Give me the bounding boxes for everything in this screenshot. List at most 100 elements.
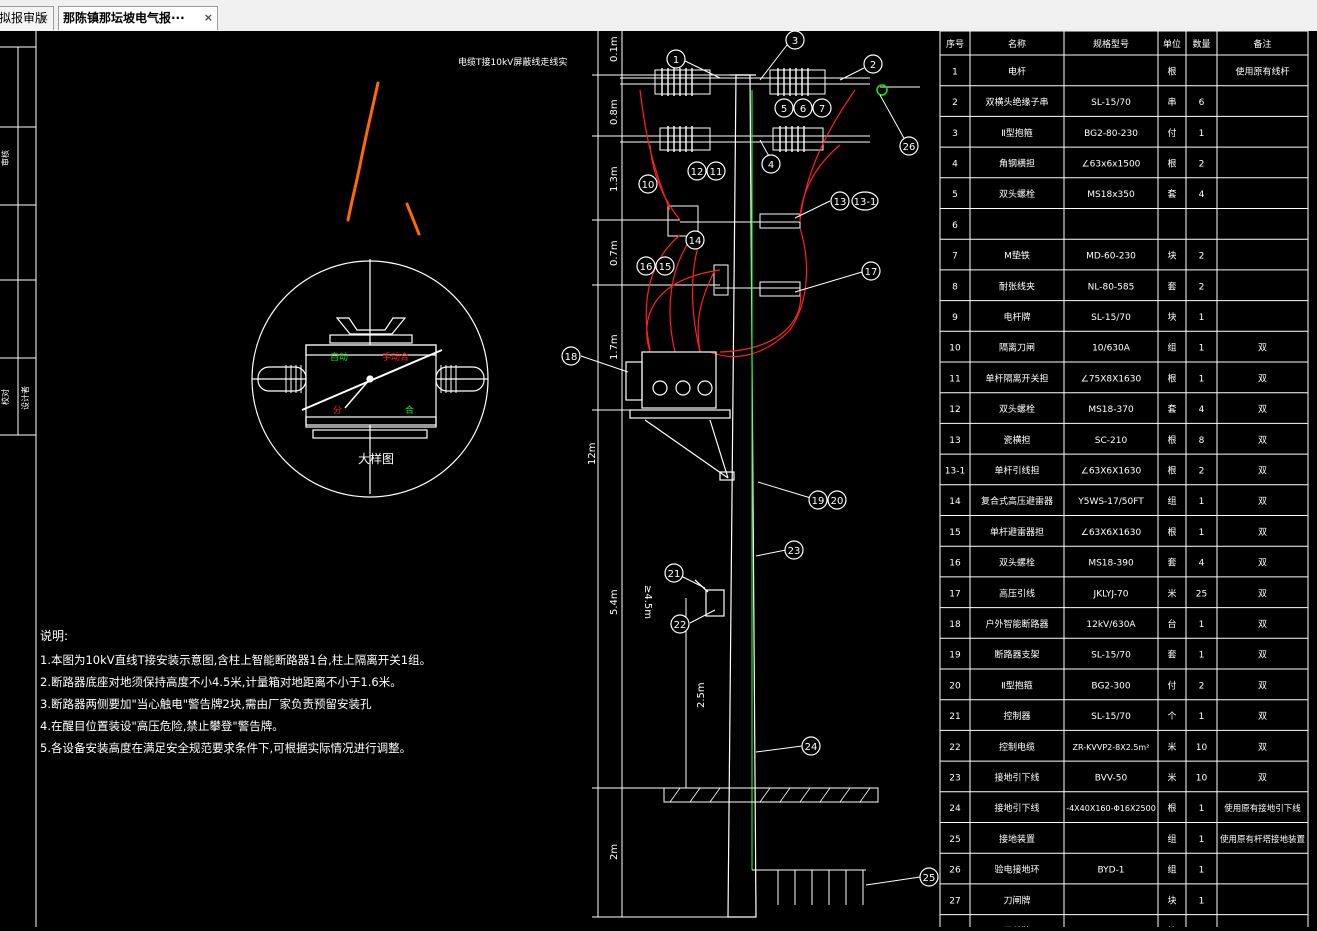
table-cell: 户外智能断路器 — [985, 618, 1048, 630]
table-cell: 8 — [952, 282, 958, 292]
callout-15: 15 — [659, 262, 672, 273]
callout-24: 24 — [805, 742, 818, 753]
table-cell: 双头螺栓 — [999, 557, 1035, 569]
table-cell: 1 — [1199, 835, 1205, 845]
cad-drawing: 审核 校对 设计者 电缆T接10kV屏蔽线走线实 自动 手动合 分 合 — [0, 31, 1317, 927]
detail-label-off: 分 — [333, 405, 342, 416]
table-cell: MS18x350 — [1087, 190, 1135, 200]
table-cell: 10/630A — [1092, 344, 1131, 354]
callout-7: 7 — [819, 104, 825, 115]
table-cell: 单杆隔离开关担 — [985, 372, 1048, 384]
table-cell: 使用原有杆塔接地装置 — [1220, 834, 1306, 845]
table-cell: 套 — [1167, 188, 1176, 200]
table-cell: 块 — [1167, 311, 1176, 323]
table-cell: 14 — [949, 497, 961, 507]
table-cell: MS18-370 — [1088, 405, 1134, 415]
table-cell: 4 — [1199, 190, 1205, 200]
dim-label: 2m — [609, 844, 620, 860]
detail-label-on: 合 — [405, 404, 414, 416]
table-cell: 22 — [949, 743, 960, 753]
tab-approval-draft[interactable]: 拟报审版 × — [0, 6, 54, 30]
table-cell: 电杆 — [1008, 65, 1026, 77]
table-cell: 双 — [1258, 588, 1267, 599]
dim-label: 1.7m — [609, 334, 620, 360]
callout-4: 4 — [768, 160, 774, 171]
table-cell: 1 — [1199, 528, 1205, 538]
table-cell: 2 — [1199, 159, 1205, 169]
table-cell: 使用原有线杆 — [1235, 65, 1289, 77]
table-cell: 双头螺栓 — [999, 403, 1035, 415]
table-cell: M垫铁 — [1004, 250, 1030, 262]
table-cell: NL-80-585 — [1088, 282, 1135, 292]
table-cell: 角钢横担 — [999, 157, 1035, 169]
table-header-cell: 名称 — [1008, 38, 1026, 50]
callout-12: 12 — [691, 167, 704, 178]
table-cell: 9 — [952, 313, 958, 323]
table-cell: 27 — [949, 896, 960, 906]
table-cell: 套 — [1167, 403, 1176, 415]
table-cell: 23 — [949, 773, 960, 783]
table-header-cell: 数量 — [1192, 38, 1210, 50]
table-cell: 付 — [1167, 128, 1176, 139]
table-cell: ∠75X8X1630 — [1081, 374, 1142, 384]
table-cell: 6 — [952, 221, 958, 231]
callout-14: 14 — [689, 236, 702, 247]
table-cell: BG2-80-230 — [1084, 129, 1138, 139]
table-cell: SC-210 — [1095, 436, 1128, 446]
note-line: 3.断路器两侧要加"当心触电"警告牌2块,需由厂家负责预留安装孔 — [40, 697, 372, 711]
smart-breaker-box — [626, 352, 734, 480]
table-cell: 10 — [1196, 773, 1208, 783]
table-cell: 15 — [949, 528, 960, 538]
table-cell: 块 — [1167, 250, 1176, 262]
callout-bubbles — [562, 31, 938, 886]
table-cell: 刀闸牌 — [1003, 894, 1030, 906]
table-cell: 根 — [1167, 65, 1176, 77]
table-cell: 12kV/630A — [1086, 620, 1136, 630]
table-cell: 控制电缆 — [999, 741, 1035, 753]
table-cell: 1 — [1199, 129, 1205, 139]
orange-sketch-marks — [348, 83, 419, 234]
table-cell: 套 — [1167, 280, 1176, 292]
table-cell: MD-60-230 — [1086, 252, 1136, 262]
table-cell: 双 — [1258, 435, 1267, 446]
table-cell: ∠63X6X1630 — [1081, 466, 1142, 476]
table-cell: 10 — [1196, 743, 1208, 753]
table-cell: 21 — [949, 712, 960, 722]
table-cell: 2 — [1199, 466, 1205, 476]
table-cell: 控制器 — [1003, 710, 1030, 722]
table-cell: BVV-50 — [1095, 773, 1128, 783]
table-cell: 1 — [1199, 374, 1205, 384]
table-cell: 双 — [1258, 711, 1267, 722]
cad-drawing-canvas[interactable]: 审核 校对 设计者 电缆T接10kV屏蔽线走线实 自动 手动合 分 合 — [0, 31, 1317, 927]
note-line: 5.各设备安装高度在满足安全规范要求条件下,可根据实际情况进行调整。 — [40, 741, 411, 755]
callout-1: 1 — [673, 55, 679, 66]
close-icon[interactable]: × — [40, 7, 49, 29]
table-cell: 11 — [949, 374, 960, 384]
tab-electrical-drawing[interactable]: 那陈镇那坛坡电气报··· × — [58, 6, 218, 30]
callout-5: 5 — [781, 104, 787, 115]
table-cell: 接地引下线 — [994, 802, 1039, 814]
close-icon[interactable]: × — [204, 7, 213, 29]
table-cell: 1 — [1199, 620, 1205, 630]
table-cell: 1 — [1199, 804, 1205, 814]
dim-label: 0.1m — [609, 36, 620, 62]
table-header-cell: 单位 — [1163, 38, 1181, 50]
table-cell: 断路器支架 — [994, 649, 1039, 661]
table-cell: ∠63X6X1630 — [1081, 528, 1142, 538]
table-cell: 米 — [1167, 587, 1176, 599]
notes-block: 说明: 1.本图为10kV直线T接安装示意图,含柱上智能断路器1台,柱上隔离开关… — [40, 628, 431, 755]
table-cell: ZR-KVVP2-8X2.5m² — [1073, 743, 1150, 752]
table-cell: 1 — [1199, 497, 1205, 507]
table-cell: 付 — [1167, 680, 1176, 691]
table-cell: 1 — [1199, 651, 1205, 661]
table-cell: 单杆避雷器担 — [990, 526, 1044, 538]
table-cell: 1 — [1199, 712, 1205, 722]
table-cell: 5 — [952, 190, 958, 200]
table-cell: 1 — [1199, 896, 1205, 906]
callout-26: 26 — [903, 142, 916, 153]
detail-label-manual: 手动合 — [382, 351, 409, 363]
table-cell: -4X40X160-Φ16X2500 — [1066, 804, 1156, 813]
table-cell: 复合式高压避雷器 — [981, 495, 1053, 507]
table-cell: 个 — [1167, 711, 1176, 722]
table-cell: SL-15/70 — [1091, 313, 1131, 323]
